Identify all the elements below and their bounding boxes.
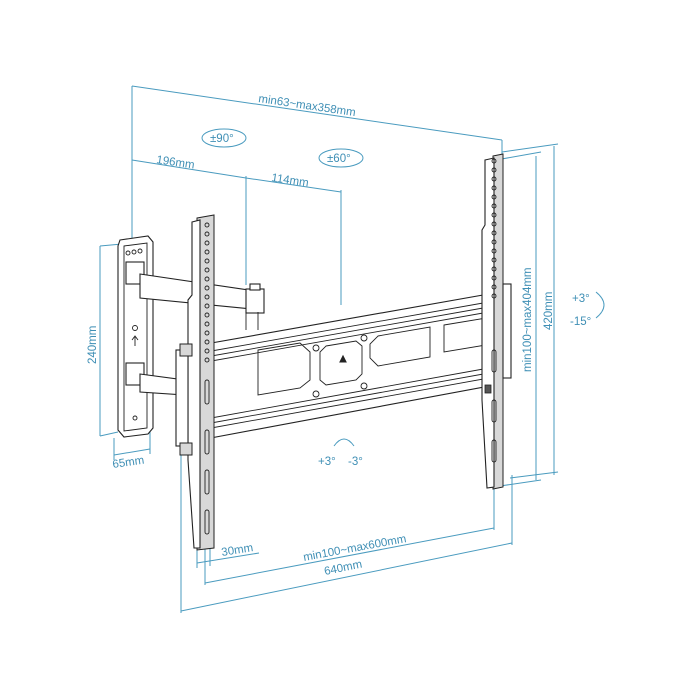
left-vertical-bracket <box>175 214 215 551</box>
rotation-indicators <box>201 128 605 447</box>
label-swivel-arm: ±90° <box>210 133 234 145</box>
right-vertical-bracket <box>481 153 512 490</box>
left-bracket-holes <box>204 222 210 535</box>
rotate-arrow-icon <box>201 128 247 148</box>
label-wall-plate-width: 65mm <box>112 455 145 471</box>
label-tilt-up: +3° <box>572 293 590 305</box>
label-arm-extension: min63~max358mm <box>258 93 357 119</box>
label-arm-segment-2: 114mm <box>271 172 310 189</box>
horizontal-rail <box>199 291 501 441</box>
label-bracket-width: 30mm <box>221 542 254 559</box>
label-tilt-down: -15° <box>570 316 591 328</box>
label-wall-plate-height: 240mm <box>87 326 99 364</box>
tilt-arrow-icon <box>595 291 605 319</box>
label-level-minus: -3° <box>348 456 363 468</box>
wall-plate <box>117 235 154 438</box>
dimension-lines <box>99 85 559 613</box>
rotate-arrow-icon <box>318 148 364 168</box>
label-swivel-head: ±60° <box>327 153 351 165</box>
label-level-plus: +3° <box>318 456 336 468</box>
label-bracket-height: 420mm <box>543 292 555 330</box>
level-arrow-icon <box>333 438 355 447</box>
label-arm-segment-1: 196mm <box>156 154 196 172</box>
right-bracket-holes <box>491 158 497 463</box>
label-vesa-vertical: min100~max404mm <box>522 267 534 372</box>
